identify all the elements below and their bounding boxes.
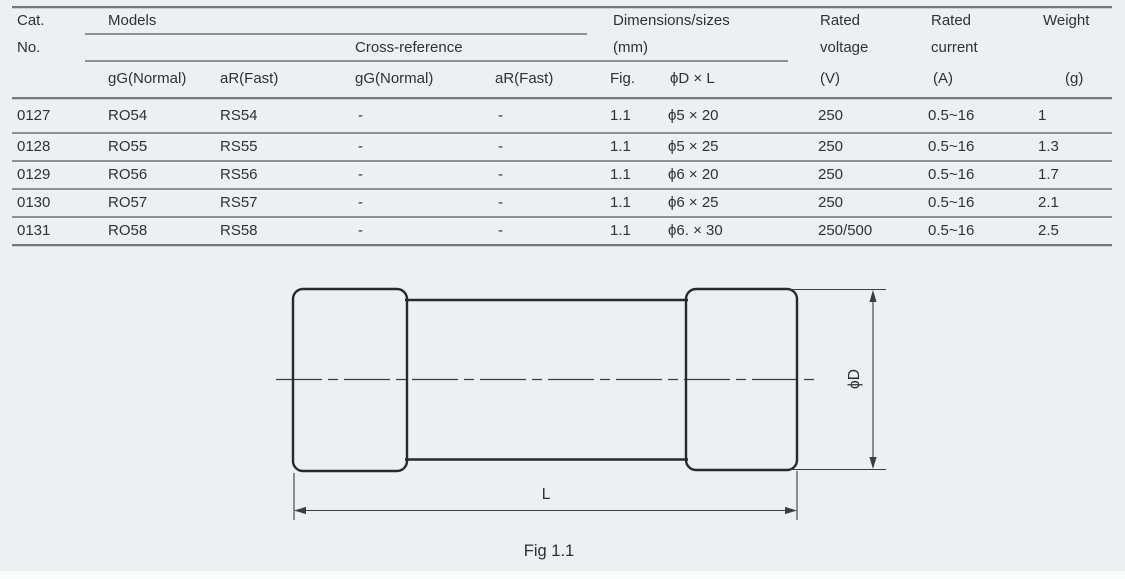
cell-weight: 1.7 xyxy=(1038,166,1059,183)
table-row: 0128 RO55 RS55 - - 1.1 ϕ5 × 25 250 0.5~1… xyxy=(0,137,1125,157)
cell-model-gg: RO57 xyxy=(108,194,148,211)
cell-cat-no: 0130 xyxy=(17,194,51,211)
table-row: 0127 RO54 RS54 - - 1.1 ϕ5 × 20 250 0.5~1… xyxy=(0,106,1125,126)
page-bottom-margin xyxy=(0,571,1125,579)
row-separator xyxy=(12,132,1112,134)
header-models: Models xyxy=(108,12,157,29)
figure-caption: Fig 1.1 xyxy=(524,542,574,560)
header-dim-formula: ϕD × L xyxy=(670,70,715,87)
cell-cross-ar: - xyxy=(498,194,503,211)
cell-cross-ar: - xyxy=(498,138,503,155)
header-bottom-rule xyxy=(12,97,1112,100)
cell-weight: 1 xyxy=(1038,107,1047,124)
cell-model-gg: RO55 xyxy=(108,138,148,155)
cell-dimensions: ϕ6. × 30 xyxy=(668,222,723,239)
fuse-right-cap xyxy=(684,287,799,472)
header-fig: Fig. xyxy=(610,70,636,87)
cell-current: 0.5~16 xyxy=(928,138,975,155)
cell-fig: 1.1 xyxy=(610,194,631,211)
cell-cat-no: 0128 xyxy=(17,138,51,155)
diameter-label: ϕD xyxy=(846,369,863,389)
cell-cross-ar: - xyxy=(498,222,503,239)
table-bottom-rule xyxy=(12,244,1112,247)
cell-cat-no: 0127 xyxy=(17,107,51,124)
header-cross-gg: gG(Normal) xyxy=(355,70,434,87)
cell-model-ar: RS56 xyxy=(220,166,258,183)
header-cross-ar: aR(Fast) xyxy=(495,70,554,87)
cell-voltage: 250 xyxy=(818,194,844,211)
header-models-gg: gG(Normal) xyxy=(108,70,187,87)
header-current-unit: (A) xyxy=(933,70,953,87)
header-cat-line1: Cat. xyxy=(17,12,45,29)
arrow-up-icon xyxy=(869,290,877,302)
header-cross-reference: Cross-reference xyxy=(355,39,463,56)
header-dimensions-line1: Dimensions/sizes xyxy=(613,12,730,29)
cell-weight: 1.3 xyxy=(1038,138,1059,155)
row-separator xyxy=(12,216,1112,218)
cell-model-gg: RO54 xyxy=(108,107,148,124)
cell-current: 0.5~16 xyxy=(928,194,975,211)
cell-weight: 2.1 xyxy=(1038,194,1059,211)
cell-model-ar: RS54 xyxy=(220,107,258,124)
table-row: 0131 RO58 RS58 - - 1.1 ϕ6. × 30 250/500 … xyxy=(0,221,1125,241)
cell-model-gg: RO58 xyxy=(108,222,148,239)
cell-cross-ar: - xyxy=(498,107,503,124)
row-separator xyxy=(12,188,1112,190)
cell-fig: 1.1 xyxy=(610,222,631,239)
header-models-ar: aR(Fast) xyxy=(220,70,279,87)
cell-dimensions: ϕ5 × 25 xyxy=(668,138,719,155)
cell-cross-gg: - xyxy=(358,222,363,239)
cell-cat-no: 0131 xyxy=(17,222,51,239)
arrow-down-icon xyxy=(869,457,877,469)
fuse-left-cap xyxy=(291,287,409,473)
header-weight-unit: (g) xyxy=(1065,70,1084,87)
header-voltage-line2: voltage xyxy=(820,39,869,56)
cell-current: 0.5~16 xyxy=(928,222,975,239)
models-group-underline xyxy=(85,33,587,35)
header-voltage-line1: Rated xyxy=(820,12,861,29)
cell-model-gg: RO56 xyxy=(108,166,148,183)
cell-cross-gg: - xyxy=(358,166,363,183)
cell-dimensions: ϕ6 × 25 xyxy=(668,194,719,211)
header-voltage-unit: (V) xyxy=(820,70,840,87)
header-current-line2: current xyxy=(931,39,978,56)
cell-voltage: 250/500 xyxy=(818,222,873,239)
table-row: 0130 RO57 RS57 - - 1.1 ϕ6 × 25 250 0.5~1… xyxy=(0,193,1125,213)
cell-model-ar: RS55 xyxy=(220,138,258,155)
cell-cross-gg: - xyxy=(358,107,363,124)
cell-voltage: 250 xyxy=(818,107,844,124)
cell-fig: 1.1 xyxy=(610,138,631,155)
header-cat-line2: No. xyxy=(17,39,41,56)
cell-weight: 2.5 xyxy=(1038,222,1059,239)
cell-dimensions: ϕ6 × 20 xyxy=(668,166,719,183)
table-top-rule xyxy=(12,6,1112,9)
arrow-left-icon xyxy=(294,506,306,515)
arrow-right-icon xyxy=(785,506,797,515)
cell-current: 0.5~16 xyxy=(928,107,975,124)
cell-cross-ar: - xyxy=(498,166,503,183)
fuse-diagram: ϕD L Fig 1.1 xyxy=(276,287,886,560)
cell-fig: 1.1 xyxy=(610,166,631,183)
header-current-line1: Rated xyxy=(931,12,972,29)
cell-fig: 1.1 xyxy=(610,107,631,124)
length-label: L xyxy=(542,486,551,503)
cell-dimensions: ϕ5 × 20 xyxy=(668,107,719,124)
cell-current: 0.5~16 xyxy=(928,166,975,183)
cell-cross-gg: - xyxy=(358,138,363,155)
cell-model-ar: RS58 xyxy=(220,222,258,239)
header-dimensions-line2: (mm) xyxy=(613,39,648,56)
row-separator xyxy=(12,160,1112,162)
cell-model-ar: RS57 xyxy=(220,194,258,211)
cell-cat-no: 0129 xyxy=(17,166,51,183)
cell-cross-gg: - xyxy=(358,194,363,211)
header-weight-line1: Weight xyxy=(1043,12,1090,29)
cell-voltage: 250 xyxy=(818,138,844,155)
subheader-underline xyxy=(85,60,788,62)
cell-voltage: 250 xyxy=(818,166,844,183)
table-row: 0129 RO56 RS56 - - 1.1 ϕ6 × 20 250 0.5~1… xyxy=(0,165,1125,185)
